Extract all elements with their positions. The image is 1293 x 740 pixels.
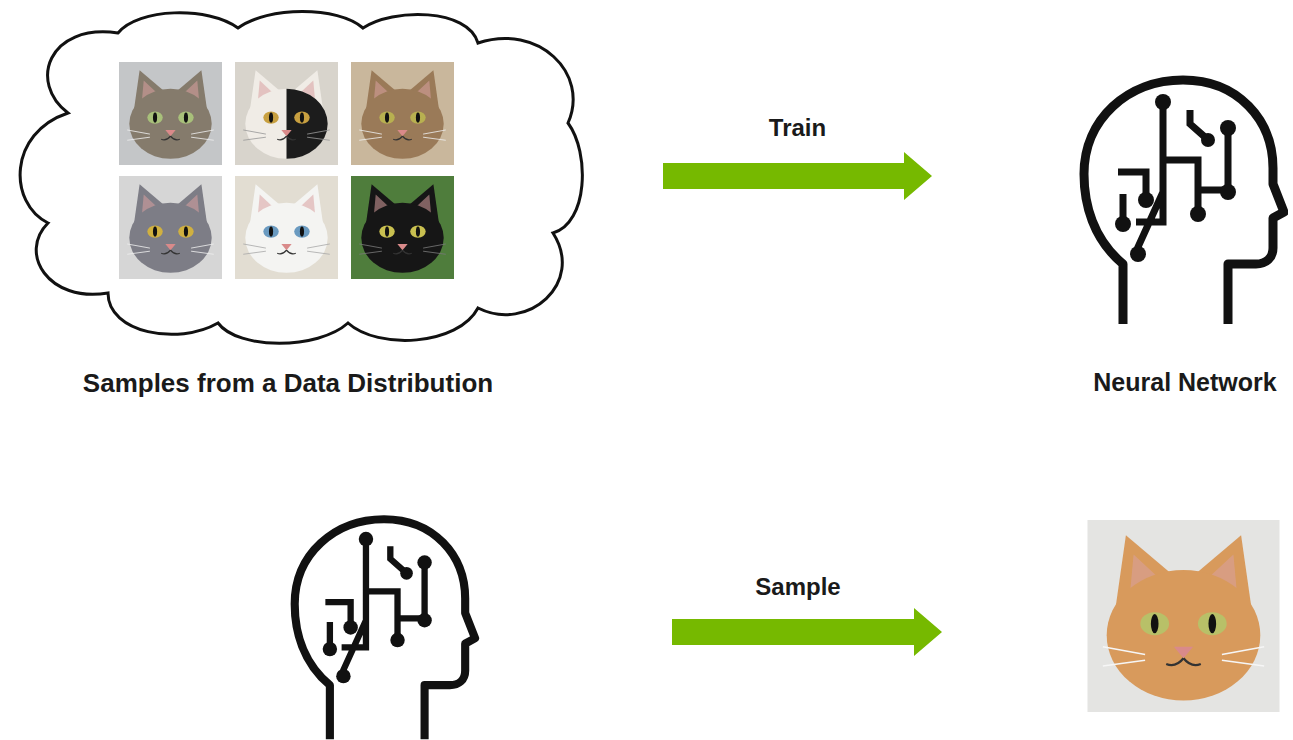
- cat-photo: [119, 62, 222, 165]
- arrow-label: Sample: [755, 573, 840, 601]
- cat-photo: [235, 62, 338, 165]
- diagram-node: Samples from a Data Distribution: [0, 0, 655, 410]
- generated-cat-photo: [1088, 520, 1280, 712]
- brain-head-icon: [1084, 80, 1284, 324]
- sample-arrow: [672, 608, 942, 656]
- block-arrow: [663, 152, 932, 200]
- node-label: Neural Network: [1080, 368, 1290, 397]
- cat-photo: [351, 62, 454, 165]
- diagram-node: Neural Network: [940, 60, 1285, 410]
- cloud-outline: [20, 12, 582, 344]
- cat-photo: [351, 176, 454, 279]
- node-label: Samples from a Data Distribution: [0, 368, 576, 399]
- arrow-label: Train: [769, 114, 826, 142]
- cat-photo: [119, 176, 222, 279]
- cat-photo: [235, 176, 338, 279]
- brain-head-icon: [295, 519, 475, 739]
